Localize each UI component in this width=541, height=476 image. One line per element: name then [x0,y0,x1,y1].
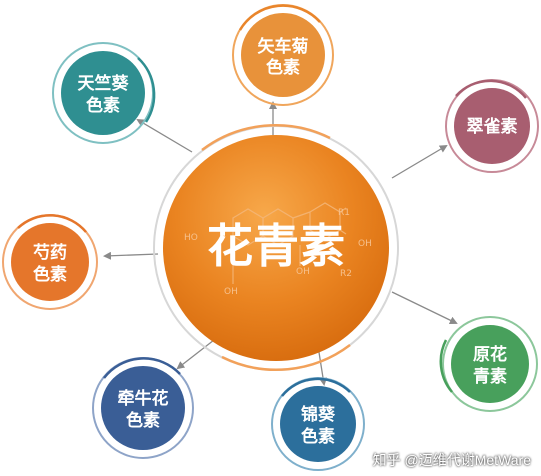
center-node: HO R1 OH R2 OH OH 花青素 [153,124,399,371]
node-label-line-2: 色素 [266,57,300,78]
node-ring [442,316,538,412]
node-circle [451,325,529,403]
arrow-to-tianzhukuisesu [136,118,193,153]
node-label-line-1: 牵牛花 [118,388,169,409]
center-circle [163,135,389,361]
node-label-line-1: 天竺葵 [78,73,130,94]
node-ring-accent [439,339,453,393]
node-tianzhukuisesu: 天竺葵 色素 [52,42,156,144]
node-label-line-2: 青素 [473,366,507,387]
node-chuanjuse: 矢车菊 色素 [232,4,334,106]
molecule-oh-bottom: OH [224,287,238,297]
node-ring-accent [103,357,181,379]
molecule-r2: R2 [340,269,352,279]
node-shaoyaosesu: 芍药 色素 [2,214,98,310]
molecule-oh-mid: OH [296,267,310,277]
node-circle [101,366,185,450]
node-circle [241,13,325,97]
node-label-line-2: 色素 [33,264,67,285]
node-ring-accent [17,214,87,233]
molecule-ho: HO [184,233,198,243]
molecule-watermark [232,202,347,284]
node-label-line-1: 芍药 [33,242,67,263]
watermark: 知乎 @迈维代谢MetWare [372,452,531,468]
node-ring-accent [238,4,321,31]
arrow-to-qianniuhuasesu [176,339,215,370]
molecule-oh-right: OH [358,239,372,249]
arrow-to-cuiquesu [391,144,448,179]
node-circle [61,51,145,135]
center-orange-arc-bottom [221,344,351,371]
molecule-r1: R1 [338,208,350,218]
node-label-line-1: 原花 [473,344,507,365]
node-yuanhuaqingsu: 原花 青素 [439,316,538,412]
arrow-to-shaoyaosesu [103,251,159,260]
node-qianniuhuasesu: 牵牛花 色素 [92,357,194,459]
node-ring-accent [455,79,527,99]
node-label-line-2: 色素 [301,426,335,447]
node-label-line-1: 矢车菊 [258,36,309,57]
node-cuiquesu: 翠雀素 [445,79,539,173]
connector-arrows [103,101,458,386]
center-orange-arc [201,124,331,151]
node-label-line-1: 锦葵 [301,404,336,425]
center-title: 花青素 [207,219,345,273]
node-label-line-2: 色素 [86,95,120,116]
node-ring-accent [281,377,351,397]
node-label-line-2: 色素 [126,410,160,431]
arrow-to-yuanhuaqingsu [391,291,458,324]
node-circle [11,223,89,301]
node-circle [280,386,356,462]
node-circle [454,88,530,164]
node-ring-accent [137,57,156,123]
node-label-line-1: 翠雀素 [467,117,518,137]
node-jinkuisesu: 锦葵 色素 [271,377,365,471]
